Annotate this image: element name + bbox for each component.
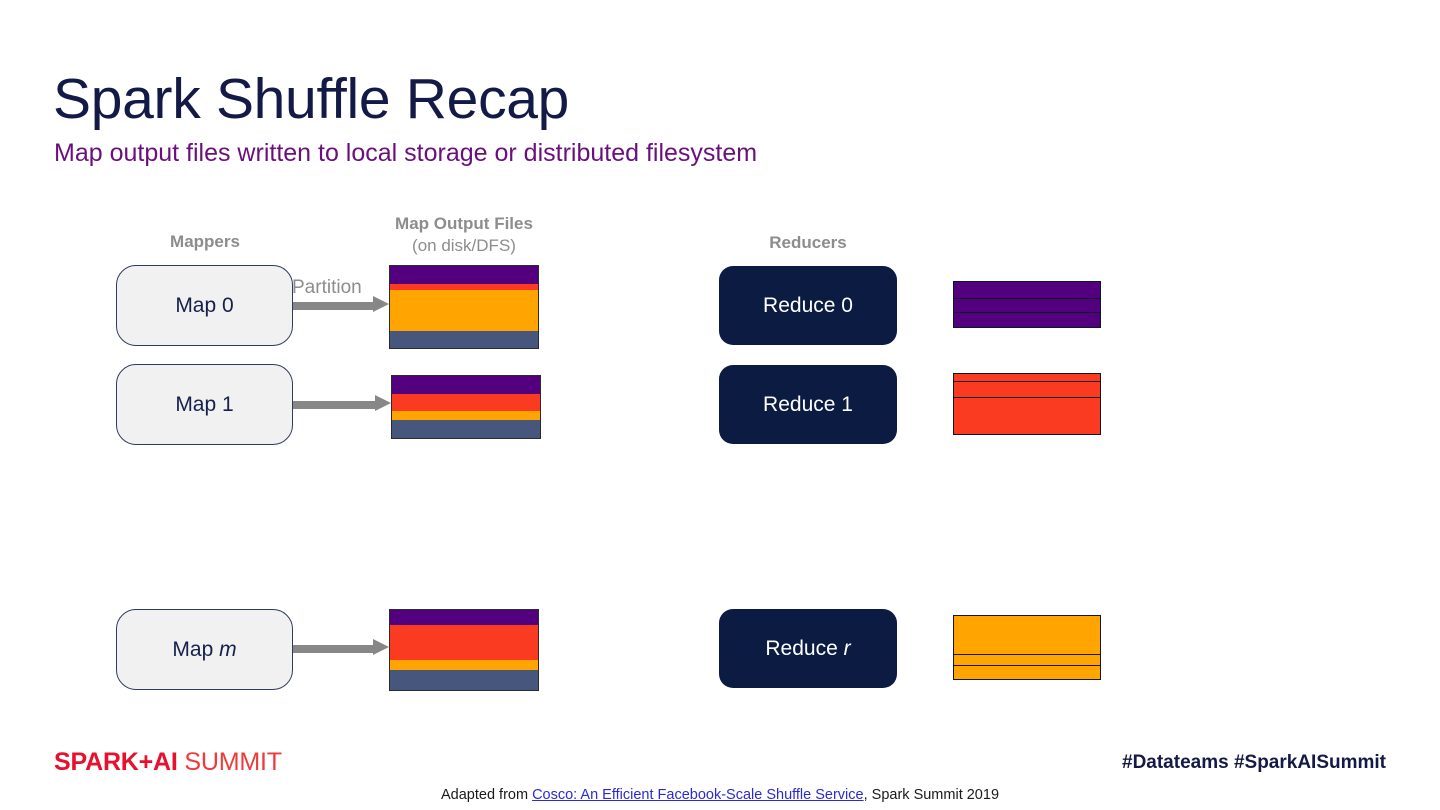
spark-ai-summit-logo: SPARK+AI SUMMIT: [54, 748, 282, 777]
column-header-reducers-label: Reducers: [769, 233, 847, 252]
reduce-r-output-segment-0: [954, 616, 1100, 655]
map-m-output-file-band-1: [390, 624, 538, 660]
mapper-node-0[interactable]: Map 0: [116, 265, 293, 346]
arrow-map-0-to-output: [293, 296, 389, 312]
reducer-node-1-label: Reduce 1: [763, 392, 853, 416]
reduce-1-output-segment-1: [954, 382, 1100, 399]
map-0-output-file-band-1: [390, 283, 538, 291]
reducer-node-0[interactable]: Reduce 0: [719, 266, 897, 345]
reduce-r-output-segment-2: [954, 665, 1100, 679]
reducer-node-0-label: Reduce 0: [763, 293, 853, 317]
reduce-r-output: [953, 615, 1101, 680]
logo-bold-text: SPARK+AI: [54, 748, 178, 776]
page-title: Spark Shuffle Recap: [53, 67, 570, 131]
mapper-node-0-label: Map 0: [175, 293, 234, 317]
reduce-r-output-segment-1: [954, 654, 1100, 666]
reduce-0-output-segment-0: [954, 282, 1100, 299]
column-header-reducers: Reducers: [728, 233, 888, 253]
credit-prefix: Adapted from: [440, 787, 533, 803]
reducer-node-1[interactable]: Reduce 1: [719, 365, 897, 444]
column-header-mappers-label: Mappers: [170, 232, 240, 251]
column-header-mappers: Mappers: [125, 232, 285, 252]
partition-label: Partition: [292, 277, 362, 298]
map-m-output-file-band-2: [390, 659, 538, 670]
reduce-1-output-segment-0: [954, 374, 1100, 383]
map-0-output-file: [389, 265, 539, 349]
reduce-1-output-segment-2: [954, 398, 1100, 434]
credit-suffix: , Spark Summit 2019: [863, 787, 1000, 803]
column-header-map-output-files-sublabel: (on disk/DFS): [412, 236, 516, 255]
map-0-output-file-band-3: [390, 331, 538, 348]
mapper-node-1-label: Map 1: [175, 392, 234, 416]
map-0-output-file-band-2: [390, 290, 538, 332]
map-0-output-file-band-0: [390, 266, 538, 284]
reducer-node-r-label: Reduce r: [765, 636, 851, 660]
arrow-map-1-to-output: [293, 395, 391, 411]
map-m-output-file: [389, 609, 539, 691]
map-m-output-file-band-0: [390, 610, 538, 625]
column-header-map-output-files: Map Output Files (on disk/DFS): [364, 214, 564, 256]
reduce-0-output: [953, 281, 1101, 328]
map-m-output-file-band-3: [390, 669, 538, 690]
map-1-output-file-band-0: [392, 376, 540, 395]
mapper-node-m[interactable]: Map m: [116, 609, 293, 690]
credit-line: Adapted from Cosco: An Efficient Faceboo…: [0, 787, 1440, 803]
map-1-output-file-band-1: [392, 394, 540, 411]
credit-source-link[interactable]: Cosco: An Efficient Facebook-Scale Shuff…: [532, 787, 864, 803]
mapper-node-m-label: Map m: [172, 637, 237, 661]
reduce-0-output-segment-1: [954, 298, 1100, 314]
logo-light-text: SUMMIT: [177, 748, 282, 776]
map-1-output-file-band-2: [392, 410, 540, 420]
reduce-1-output: [953, 373, 1101, 435]
map-1-output-file-band-3: [392, 419, 540, 438]
mapper-node-1[interactable]: Map 1: [116, 364, 293, 445]
arrow-map-m-to-output: [293, 639, 389, 655]
footer-hashtags: #Datateams #SparkAISummit: [1122, 752, 1386, 773]
page-subtitle: Map output files written to local storag…: [54, 139, 758, 167]
map-1-output-file: [391, 375, 541, 439]
reduce-0-output-segment-2: [954, 313, 1100, 327]
reducer-node-r[interactable]: Reduce r: [719, 609, 897, 688]
column-header-map-output-files-label: Map Output Files: [395, 214, 533, 233]
